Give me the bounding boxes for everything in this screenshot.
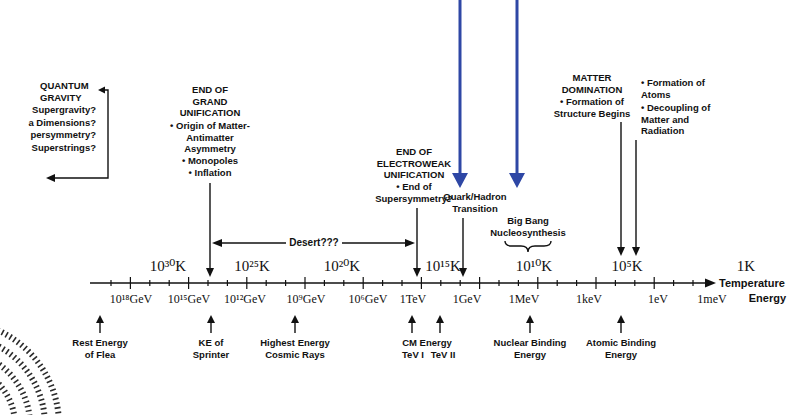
energy-label: 10¹⁸GeV [103, 292, 159, 306]
axis [90, 277, 716, 289]
arrow-head [46, 174, 55, 182]
hatch-ring [0, 335, 45, 415]
energy-label: 1keV [569, 292, 609, 306]
temperature-label: 10³⁰K [143, 258, 193, 275]
arrow-head [632, 247, 640, 256]
pointer-line [416, 208, 417, 269]
example-label: TeV II [428, 349, 458, 361]
example-label: KE of Sprinter [188, 337, 234, 360]
brace [505, 241, 551, 252]
example-label: Highest Energy Cosmic Rays [257, 337, 333, 360]
energy-label: 10⁹GeV [278, 292, 334, 306]
note-label: • Formation of Atoms [641, 77, 713, 100]
up-arrow [99, 322, 100, 333]
axis-title: Temperature [719, 277, 785, 290]
big-bang-hatching [0, 321, 59, 415]
arrow-head [436, 315, 444, 323]
axis-title: Energy [726, 292, 786, 305]
arrow-head [408, 315, 416, 323]
temperature-label: 1K [731, 258, 761, 275]
blue-arrow-head [509, 173, 525, 188]
heading-label: MATTER DOMINATION [557, 72, 627, 95]
speculation-label: Supergravity? [6, 104, 96, 116]
highlight-arrows [452, 0, 525, 188]
pointer-line [209, 183, 210, 269]
heading-label: Quark/Hadron Transition [440, 191, 510, 214]
heading-label: Big Bang Nucleosynthesis [485, 215, 571, 238]
energy-label: 1meV [692, 292, 732, 306]
hatch-ring [0, 321, 59, 415]
example-label: TeV I [399, 349, 427, 361]
temperature-label: 10²⁵K [227, 258, 277, 275]
heading-label: QUANTUM GRAVITY [40, 80, 96, 103]
energy-label: 10⁶GeV [340, 292, 396, 306]
arrow-head [96, 315, 104, 323]
span-label: Desert??? [286, 236, 341, 249]
example-label: Rest Energy of Flea [69, 337, 131, 360]
up-arrow [529, 322, 530, 333]
up-arrow [294, 322, 295, 333]
hatch-ring [0, 350, 30, 415]
pointer-arrows [46, 87, 640, 278]
arrow-head [413, 268, 421, 277]
energy-label: 1MeV [504, 292, 544, 306]
pointer-line [462, 218, 463, 269]
axis-ticks [111, 277, 693, 289]
up-arrow [210, 322, 211, 333]
energy-label: 1TeV [393, 292, 433, 306]
up-arrow [620, 322, 621, 333]
arrow-head [291, 315, 299, 323]
example-label: CM Energy [397, 337, 457, 349]
energy-label: 1eV [638, 292, 678, 306]
temperature-label: 10¹⁰K [509, 258, 559, 275]
energy-label: 1GeV [447, 292, 487, 306]
arrow-head [526, 315, 534, 323]
arrow-head [617, 315, 625, 323]
example-label: Atomic Binding Energy [584, 337, 658, 360]
heading-label: END OF ELECTROWEAK UNIFICATION [374, 146, 454, 181]
arrow-head [405, 239, 415, 247]
blue-arrow-shaft [516, 0, 519, 176]
pointer-line [620, 122, 621, 248]
up-arrow [411, 322, 412, 333]
speculation-label: a Dimensions? [6, 117, 96, 129]
note-label: • Decoupling of Matter and Radiation [641, 102, 713, 137]
speculation-label: persymmetry? [6, 129, 96, 141]
note-label: • Monopoles [167, 155, 253, 167]
heading-label: END OF GRAND UNIFICATION [177, 84, 243, 119]
hatch-ring [0, 365, 15, 415]
blue-arrow-head [452, 173, 468, 188]
blue-arrow-shaft [459, 0, 462, 176]
temperature-label: 10⁵K [605, 258, 649, 275]
temperature-label: 10¹⁵K [421, 258, 465, 275]
energy-label: 10¹⁵GeV [161, 292, 217, 306]
example-arrows [96, 315, 625, 333]
example-label: Nuclear Binding Energy [488, 337, 572, 360]
note-label: • Inflation [167, 167, 253, 179]
arrow-head [207, 315, 215, 323]
note-label: • Origin of Matter-Antimatter Asymmetry [167, 120, 253, 155]
energy-label: 10¹²GeV [217, 292, 273, 306]
note-label: • Formation of Structure Begins [546, 96, 638, 119]
arrow-head [212, 239, 222, 247]
arrow-head [206, 268, 214, 277]
pointer-line [635, 140, 636, 248]
temperature-label: 10²⁰K [317, 258, 367, 275]
speculation-label: Superstrings? [6, 142, 96, 154]
arrow-head [617, 247, 625, 256]
arrow-head [98, 87, 105, 94]
up-arrow [439, 322, 440, 333]
axis-head [705, 279, 716, 288]
